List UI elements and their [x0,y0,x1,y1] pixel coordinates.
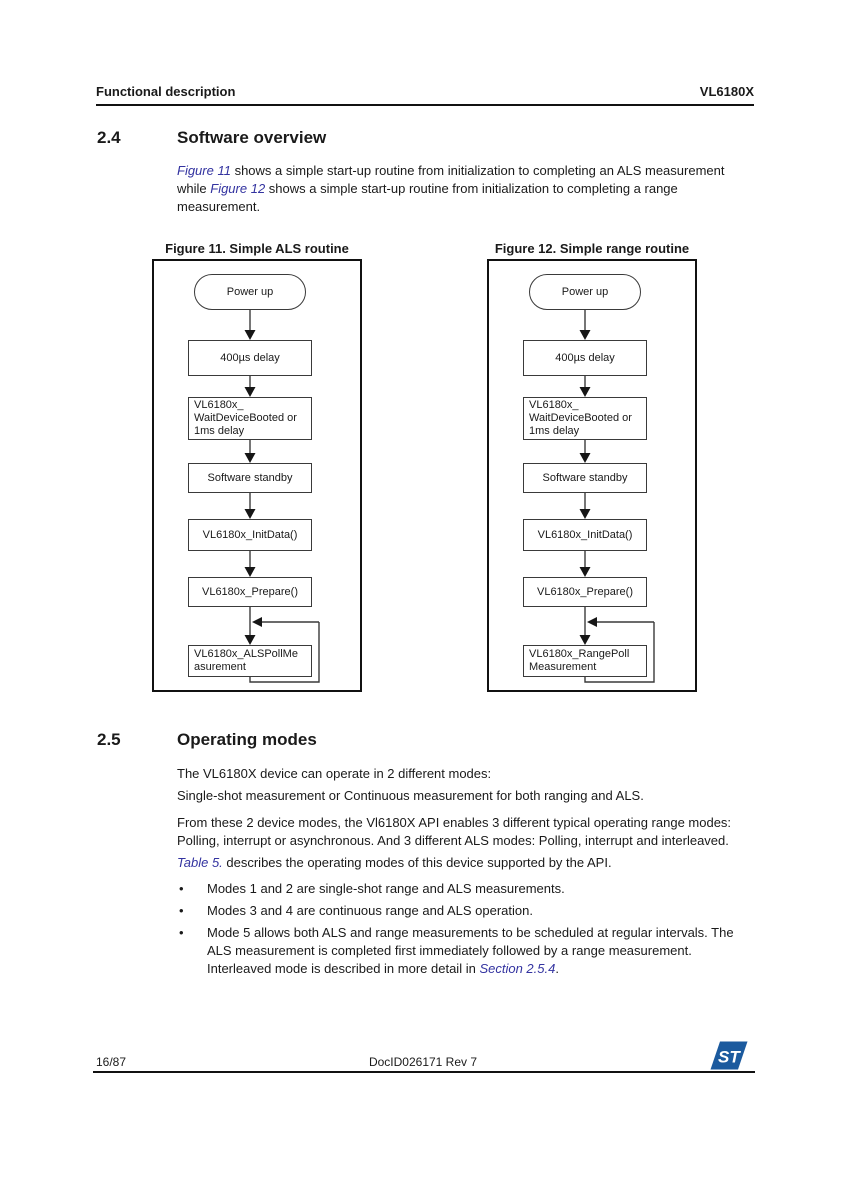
node-range-poll-measurement: VL6180x_RangePoll Measurement [523,645,647,677]
section-number: 2.5 [97,730,121,749]
section-number: 2.4 [97,128,121,147]
node-400us-delay: 400µs delay [523,340,647,376]
figure-11-caption: Figure 11. Simple ALS routine [165,241,349,256]
footer-page-number: 16/87 [96,1055,127,1069]
node-prepare: VL6180x_Prepare() [523,577,647,607]
bullet-icon: • [179,925,184,940]
table5-text: describes the operating modes of this de… [222,855,612,870]
section-2-5: 2.5 Operating modes The VL6180X device c… [97,729,757,982]
list-item: • Modes 1 and 2 are single-shot range an… [177,880,755,898]
bullet-icon: • [179,881,184,896]
node-400us-delay: 400µs delay [188,340,312,376]
bullet-text: Modes 3 and 4 are continuous range and A… [207,902,755,920]
figure-12-frame: Power up 400µs delay VL6180x_ WaitDevice… [487,259,697,692]
paragraph-modes-intro: The VL6180X device can operate in 2 diff… [177,766,492,781]
intro-text-2: shows a simple start-up routine from ini… [177,181,678,214]
wait-line-2: WaitDeviceBooted or [529,412,632,424]
bullet-list: • Modes 1 and 2 are single-shot range an… [177,880,755,978]
node-wait-device-booted: VL6180x_ WaitDeviceBooted or 1ms delay [523,397,647,440]
section-title: Operating modes [177,730,317,749]
poll-line-2: asurement [194,661,246,673]
st-logo-icon: ST [710,1041,748,1070]
table-5-link[interactable]: Table 5. [177,855,223,870]
figure-12-caption: Figure 12. Simple range routine [494,241,690,256]
flowchart-connectors [579,310,655,683]
figure-11-link[interactable]: Figure 11 [177,163,231,178]
poll-line-1: VL6180x_ALSPollMe [194,648,298,660]
wait-line-2: WaitDeviceBooted or [194,412,297,424]
bullet-icon: • [179,903,184,918]
wait-line-3: 1ms delay [529,425,580,437]
svg-text:ST: ST [718,1048,741,1067]
section-2-4: 2.4 Software overview Figure 11 shows a … [97,127,757,216]
node-software-standby: Software standby [188,463,312,493]
header-rule [96,104,754,106]
intro-text-1: shows a simple start-up routine from ini… [177,163,725,196]
header-section-title: Functional description [96,84,236,99]
list-item: • Modes 3 and 4 are continuous range and… [177,902,755,920]
paragraph-api-modes: From these 2 device modes, the Vl6180X A… [177,815,732,848]
bullet-pre: Modes 1 and 2 are single-shot range and … [207,881,565,896]
bullet-pre: Mode 5 allows both ALS and range measure… [207,925,734,976]
node-software-standby: Software standby [523,463,647,493]
figure-12: Figure 12. Simple range routine [487,241,697,692]
footer-rule [93,1071,755,1073]
bullet-pre: Modes 3 and 4 are continuous range and A… [207,903,533,918]
poll-line-2: Measurement [529,661,597,673]
figure-11: Figure 11. Simple ALS routine [152,241,362,692]
node-init-data: VL6180x_InitData() [523,519,647,551]
list-item: • Mode 5 allows both ALS and range measu… [177,924,755,978]
bullet-text: Modes 1 and 2 are single-shot range and … [207,880,755,898]
node-als-poll-measurement: VL6180x_ALSPollMe asurement [188,645,312,677]
node-power-up: Power up [194,274,306,310]
section-2-5-4-link[interactable]: Section 2.5.4 [479,961,556,976]
paragraph-singleshot: Single-shot measurement or Continuous me… [177,788,644,803]
intro-paragraph: Figure 11 shows a simple start-up routin… [177,162,755,216]
wait-line-1: VL6180x_ [194,399,244,411]
figure-11-frame: Power up 400µs delay VL6180x_ WaitDevice… [152,259,362,692]
flowchart-connectors [244,310,320,683]
wait-line-3: 1ms delay [194,425,245,437]
bullet-post: . [555,961,559,976]
node-wait-device-booted: VL6180x_ WaitDeviceBooted or 1ms delay [188,397,312,440]
bullet-text: Mode 5 allows both ALS and range measure… [207,924,755,978]
section-title: Software overview [177,128,327,147]
footer-doc-id: DocID026171 Rev 7 [368,1055,478,1069]
wait-line-1: VL6180x_ [529,399,579,411]
node-init-data: VL6180x_InitData() [188,519,312,551]
figure-12-link[interactable]: Figure 12 [210,181,266,196]
node-prepare: VL6180x_Prepare() [188,577,312,607]
header-part-number: VL6180X [699,84,754,99]
node-power-up: Power up [529,274,641,310]
poll-line-1: VL6180x_RangePoll [529,648,630,660]
paragraph-table5: Table 5. describes the operating modes o… [177,854,755,872]
